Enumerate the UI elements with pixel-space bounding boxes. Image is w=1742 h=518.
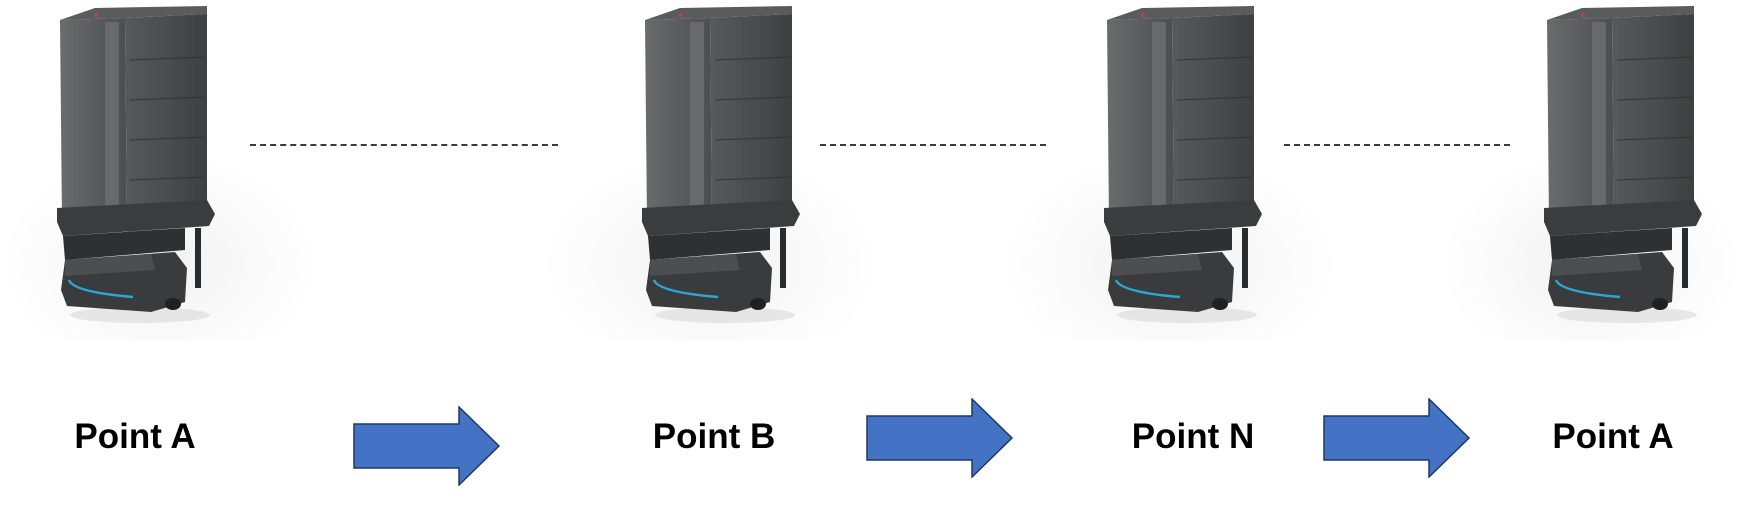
- point-label: Point A: [74, 417, 196, 456]
- right-arrow-icon: [866, 398, 1014, 478]
- right-arrow-icon: [1323, 398, 1471, 478]
- right-arrow-icon: [353, 406, 501, 486]
- point-label: Point A: [1552, 417, 1674, 456]
- point-label: Point N: [1131, 417, 1255, 456]
- dashed-connector: [250, 144, 558, 146]
- delivery-robot-icon: [1104, 6, 1262, 323]
- delivery-robot-icon: [642, 6, 800, 323]
- delivery-robot-icon: [1544, 6, 1702, 323]
- dashed-connector: [1284, 144, 1510, 146]
- dashed-connector: [820, 144, 1046, 146]
- delivery-robot-icon: [57, 6, 215, 323]
- point-label: Point B: [652, 417, 776, 456]
